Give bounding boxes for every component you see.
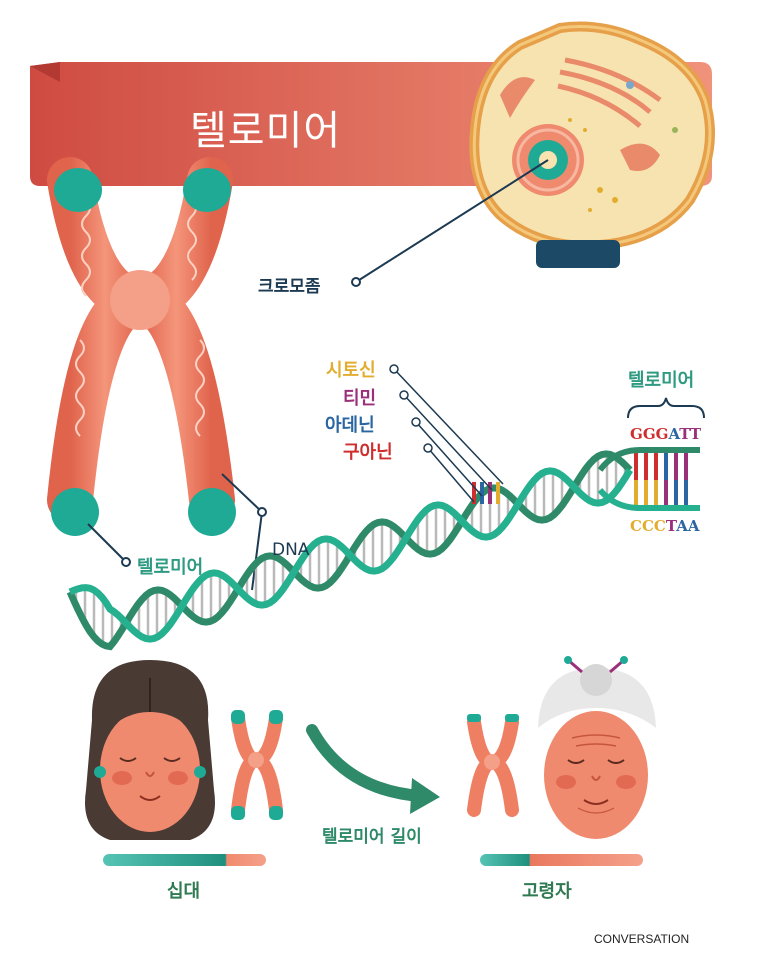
- aging-arrow-head: [410, 778, 440, 814]
- label-telomere-left: 텔로미어: [137, 557, 204, 578]
- cell-illustration: [469, 21, 715, 251]
- sequence_bottom-4: A: [676, 517, 688, 535]
- credit: CONVERSATION: [594, 932, 690, 946]
- teen-chromosome: [231, 710, 283, 820]
- label-telomere-length: 텔로미어 길이: [322, 827, 422, 847]
- telomere-bracket: [627, 397, 705, 419]
- base-leaders: [389, 364, 504, 503]
- sequence_bottom-2: C: [653, 517, 666, 535]
- label-cytosine: 시토신: [326, 360, 376, 381]
- label-chromosome: 크로모좀: [258, 277, 321, 297]
- elder-telomere-bar: [480, 854, 643, 866]
- banner-title: 텔로미어: [190, 108, 342, 154]
- sequence_top-1: G: [642, 425, 656, 443]
- label-teen: 십대: [167, 881, 201, 902]
- label-elderly: 고령자: [522, 881, 572, 902]
- cell-base: [536, 240, 620, 268]
- sequence_top-5: T: [689, 425, 702, 443]
- aging-arrow: [306, 724, 426, 802]
- chromosome-leader: [351, 159, 549, 287]
- sequence_bottom-1: C: [641, 517, 654, 535]
- sequence_bottom-3: T: [665, 517, 677, 535]
- sequence_top-3: A: [668, 425, 680, 443]
- sequence_bottom-0: C: [630, 517, 642, 535]
- sequence_bottom-5: A: [687, 517, 700, 535]
- label-dna: DNA: [272, 540, 310, 560]
- elder-chromosome: [467, 714, 519, 817]
- telomere-left-leader: [87, 523, 131, 567]
- label-guanine: 구아닌: [343, 442, 393, 463]
- label-telomere-top: 텔로미어: [628, 370, 695, 391]
- sequence_top-2: G: [655, 425, 669, 443]
- label-adenine: 아데닌: [325, 415, 375, 436]
- teen-telomere-bar: [103, 854, 266, 866]
- sequence_top-0: G: [630, 425, 643, 443]
- chromosome-x: [47, 157, 236, 536]
- teen-face: [85, 660, 215, 840]
- sequence-top: GGGATT: [630, 425, 701, 443]
- label-thymine: 티민: [343, 388, 377, 409]
- sequence_top-4: T: [679, 425, 690, 443]
- dna-helix: [66, 447, 700, 651]
- sequence-bottom: CCCTAA: [630, 517, 699, 535]
- elder-face: [538, 656, 656, 839]
